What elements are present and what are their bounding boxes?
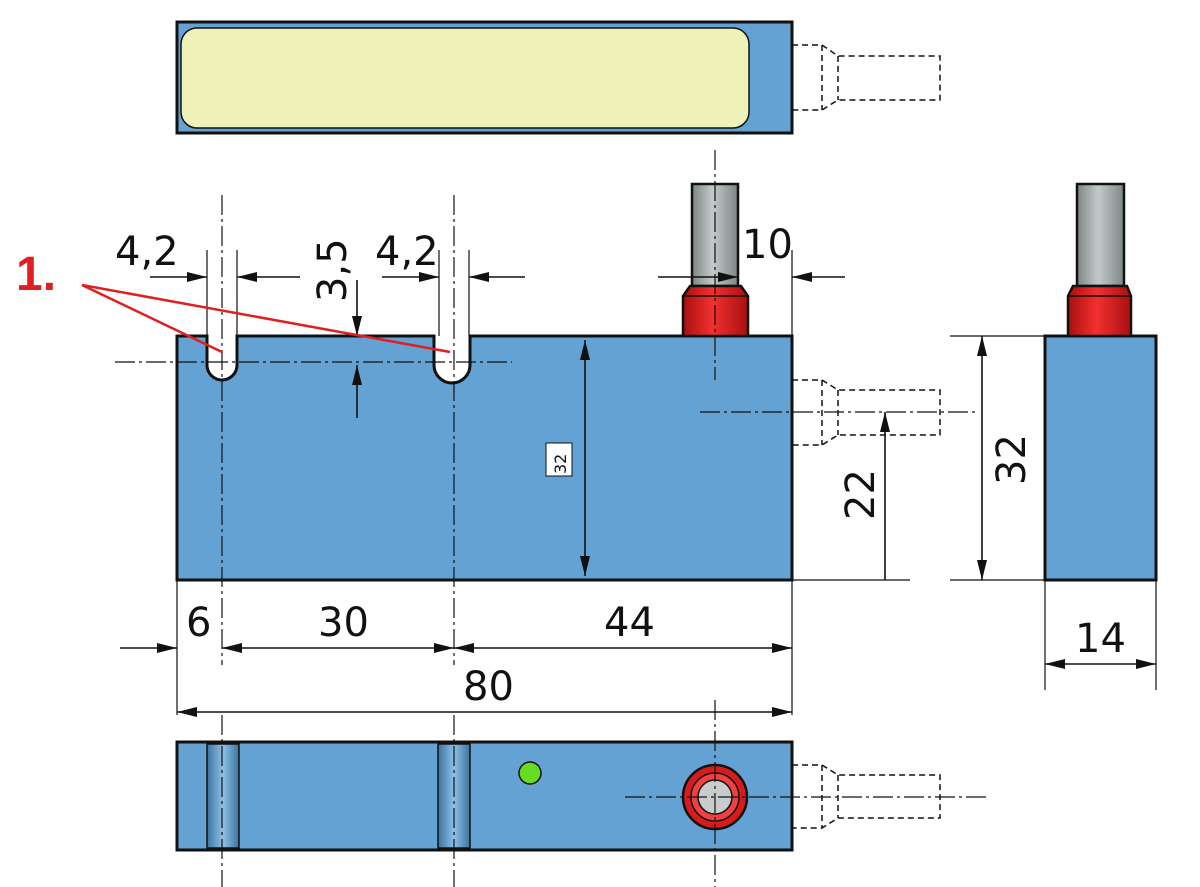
dim-slot-to-end: 44 <box>604 600 655 646</box>
callout: 1. <box>16 248 451 354</box>
dimension-lines <box>120 272 1156 717</box>
dimension-labels: 4,2 4,2 3,5 10 32 22 32 6 30 44 80 14 <box>115 222 1126 710</box>
bottom-view <box>175 700 990 887</box>
dim-overall-length: 80 <box>463 664 514 710</box>
dim-connector-height: 22 <box>838 469 884 520</box>
side-view <box>1043 182 1158 582</box>
extension-lines <box>176 250 1157 715</box>
dim-slot-spacing: 30 <box>318 600 369 646</box>
status-led <box>518 761 542 785</box>
front-view-center-lines <box>115 150 978 665</box>
dim-slot-depth: 3,5 <box>310 238 356 302</box>
dim-slot-width-left: 4,2 <box>115 229 179 275</box>
bottom-slot-left <box>206 743 240 849</box>
dim-side-width: 14 <box>1075 616 1126 662</box>
side-view-body <box>1043 334 1158 582</box>
side-cable <box>1075 182 1126 288</box>
dim-connector-offset: 10 <box>742 222 793 268</box>
dim-inner-height: 32 <box>551 454 570 474</box>
label-plate <box>180 27 750 129</box>
callout-label: 1. <box>16 248 56 301</box>
dim-inner-height-box: 32 <box>545 442 573 477</box>
side-connector-nut <box>1066 284 1133 338</box>
dim-slot-width-right: 4,2 <box>375 229 439 275</box>
front-view <box>115 150 978 665</box>
bottom-view-center-lines <box>221 700 990 887</box>
top-view <box>175 20 941 135</box>
front-view-body <box>175 334 794 582</box>
top-view-hidden-connector <box>792 44 941 111</box>
dim-edge-to-slot: 6 <box>186 600 211 646</box>
dim-side-height: 32 <box>989 434 1035 485</box>
